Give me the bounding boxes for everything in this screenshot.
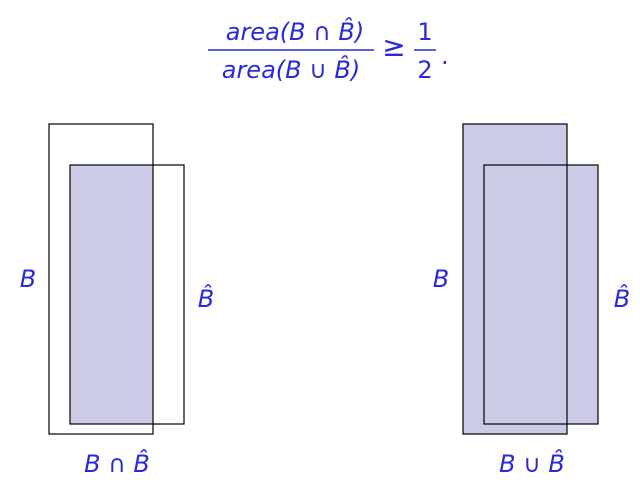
formula-period: . — [441, 42, 449, 70]
box-b-hat-label: B̂ — [198, 285, 214, 313]
intersection-caption: B ∩ B̂ — [84, 450, 150, 478]
formula-numerator: area(B ∩ B̂) — [226, 18, 365, 46]
union-diagram: B B̂ B ∪ B̂ — [433, 123, 630, 478]
intersection-diagram: B B̂ B ∩ B̂ — [20, 123, 214, 478]
box-b — [462, 123, 568, 435]
box-b-hat — [483, 164, 599, 425]
intersection-fill — [70, 165, 153, 424]
union-fill-b-hat — [484, 165, 598, 424]
formula-relation: ≥ — [382, 30, 405, 63]
box-b-label: B — [433, 265, 449, 293]
box-b — [48, 123, 154, 435]
union-caption: B ∪ B̂ — [499, 450, 565, 478]
formula-rhs-denominator: 2 — [417, 56, 432, 84]
formula-rhs-numerator: 1 — [417, 18, 432, 46]
box-b-hat-label: B̂ — [614, 285, 630, 313]
box-b-label: B — [20, 265, 36, 293]
formula-denominator: area(B ∪ B̂) — [222, 56, 361, 84]
box-b-hat — [69, 164, 185, 425]
iou-formula: area(B ∩ B̂) area(B ∪ B̂) ≥ 1 2 . — [208, 18, 449, 84]
